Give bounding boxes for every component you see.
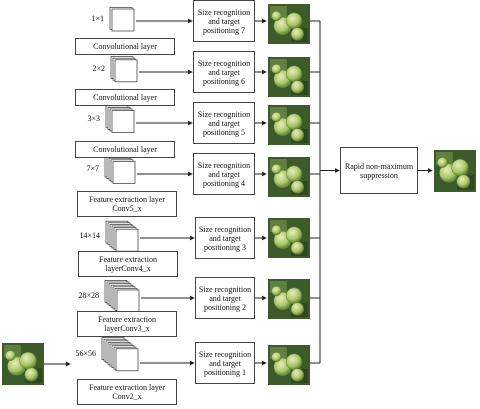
- feature-map-stack: [104, 154, 136, 184]
- layer-box: Feature extraction layer Conv5_x: [77, 191, 177, 217]
- input-image: [2, 343, 44, 385]
- layer-box: Feature extraction layer Conv2_x: [77, 379, 177, 405]
- apple-shape: [285, 113, 303, 131]
- apple-shape: [271, 163, 282, 175]
- feature-size-label: 2×2: [92, 64, 105, 73]
- layer-box: Feature extraction layerConv4_x: [78, 251, 178, 277]
- feature-size-label: 56×56: [75, 349, 96, 358]
- apple-shape: [271, 351, 282, 363]
- apple-shape: [451, 158, 469, 177]
- feature-map-stack: [109, 7, 135, 32]
- feature-size-label: 3×3: [87, 114, 100, 123]
- apple-shape: [290, 368, 305, 382]
- apple-shape: [271, 10, 282, 22]
- apple-shape: [271, 285, 282, 297]
- feature-size-label: 14×14: [79, 231, 100, 240]
- apple-shape: [5, 350, 16, 361]
- apple-shape: [285, 226, 303, 244]
- positioning-box: Size recognition and target positioning …: [193, 102, 255, 144]
- feature-map-stack: [110, 56, 138, 83]
- layer-box: Convolutional layer: [75, 38, 175, 55]
- feature-map-stack: [105, 220, 139, 252]
- feature-map-stack: [101, 337, 139, 372]
- apple-shape: [271, 224, 282, 236]
- apple-shape: [437, 157, 448, 168]
- positioning-box: Size recognition and target positioning …: [195, 342, 255, 384]
- nms-box: Rapid non-maximum suppression: [340, 147, 418, 194]
- result-image: [268, 279, 310, 319]
- feature-map-stack: [104, 280, 140, 313]
- result-image: [268, 218, 310, 258]
- apple-shape: [456, 174, 471, 189]
- apple-shape: [19, 351, 37, 370]
- positioning-box: Size recognition and target positioning …: [193, 0, 255, 42]
- positioning-box: Size recognition and target positioning …: [195, 217, 255, 259]
- apple-shape: [290, 128, 305, 142]
- result-image: [268, 157, 310, 197]
- apple-shape: [290, 241, 305, 255]
- apple-shape: [290, 180, 305, 194]
- apple-shape: [285, 353, 303, 371]
- positioning-box: Size recognition and target positioning …: [193, 153, 255, 195]
- apple-shape: [285, 65, 303, 83]
- output-image: [434, 150, 476, 192]
- apple-shape: [24, 367, 39, 382]
- feature-size-label: 7×7: [86, 164, 99, 173]
- layer-box: Convolutional layer: [75, 141, 175, 158]
- apple-shape: [285, 165, 303, 183]
- layer-box: Convolutional layer: [75, 89, 175, 106]
- apple-shape: [285, 12, 303, 30]
- result-image: [268, 57, 310, 97]
- layer-box: Feature extraction layerConv3_x: [77, 311, 177, 337]
- result-image: [268, 345, 310, 385]
- result-image: [268, 4, 310, 44]
- feature-size-label: 1×1: [91, 14, 104, 23]
- apple-shape: [290, 80, 305, 94]
- positioning-box: Size recognition and target positioning …: [195, 277, 255, 319]
- apple-shape: [290, 302, 305, 316]
- apple-shape: [271, 111, 282, 123]
- feature-size-label: 28×28: [78, 291, 99, 300]
- result-image: [268, 105, 310, 145]
- positioning-box: Size recognition and target positioning …: [193, 51, 255, 93]
- apple-shape: [290, 27, 305, 41]
- apple-shape: [271, 63, 282, 75]
- apple-shape: [285, 287, 303, 305]
- feature-map-stack: [105, 105, 135, 133]
